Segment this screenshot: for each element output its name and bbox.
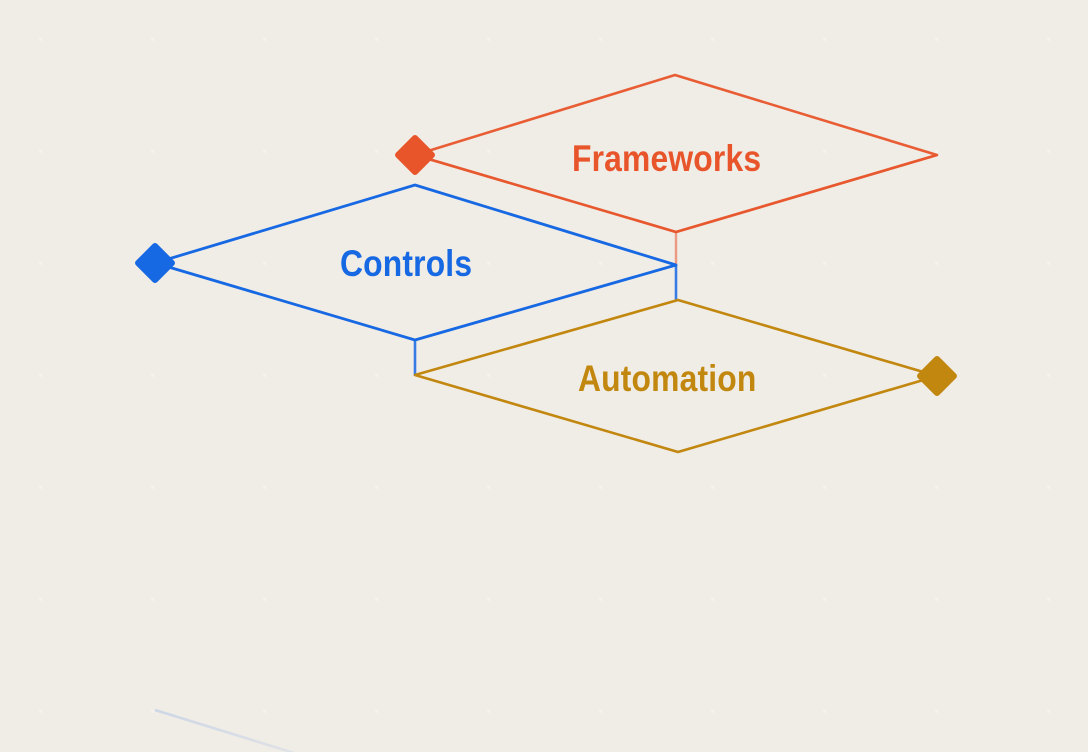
controls-base-edge: [154, 708, 296, 752]
node-frameworks[interactable]: [394, 73, 939, 376]
node-automation[interactable]: [413, 298, 958, 752]
node-label-automation: Automation: [578, 358, 757, 399]
frameworks-plane-edge-lower-left: [414, 153, 677, 234]
controls-diamond-marker[interactable]: [134, 242, 176, 284]
frameworks-diamond-marker[interactable]: [394, 134, 436, 176]
node-label-frameworks: Frameworks: [572, 138, 762, 179]
automation-diamond-marker[interactable]: [916, 355, 958, 397]
node-label-controls: Controls: [340, 243, 473, 284]
automation-plane[interactable]: [413, 298, 939, 454]
node-controls[interactable]: [134, 183, 678, 752]
controls-plane[interactable]: [153, 183, 678, 342]
frameworks-plane-edge-lower-right: [675, 153, 938, 234]
